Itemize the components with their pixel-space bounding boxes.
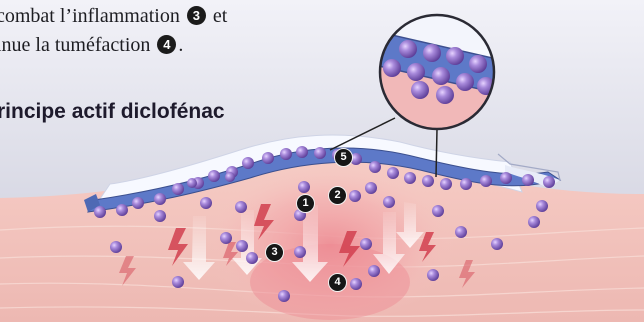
marker-2: 2 [328,186,347,205]
number-badge-3: 3 [187,6,206,25]
caption-line-2-text: inue la tuméfaction [0,34,150,56]
section-heading: rincipe actif diclofénac [0,100,225,124]
caption-line-2: inue la tuméfaction 4. [0,31,227,60]
caption-line-1: combat l’inflammation 3 et [0,2,227,31]
caption-line-2-tail: . [178,34,183,56]
marker-3: 3 [265,243,284,262]
number-badge-4: 4 [157,35,176,54]
marker-5: 5 [334,148,353,167]
caption-line-1-text: combat l’inflammation [0,5,180,27]
caption-line-1-tail: et [213,5,227,27]
caption: combat l’inflammation 3 et inue la tuméf… [0,2,227,60]
marker-1: 1 [296,194,315,213]
marker-4: 4 [328,273,347,292]
